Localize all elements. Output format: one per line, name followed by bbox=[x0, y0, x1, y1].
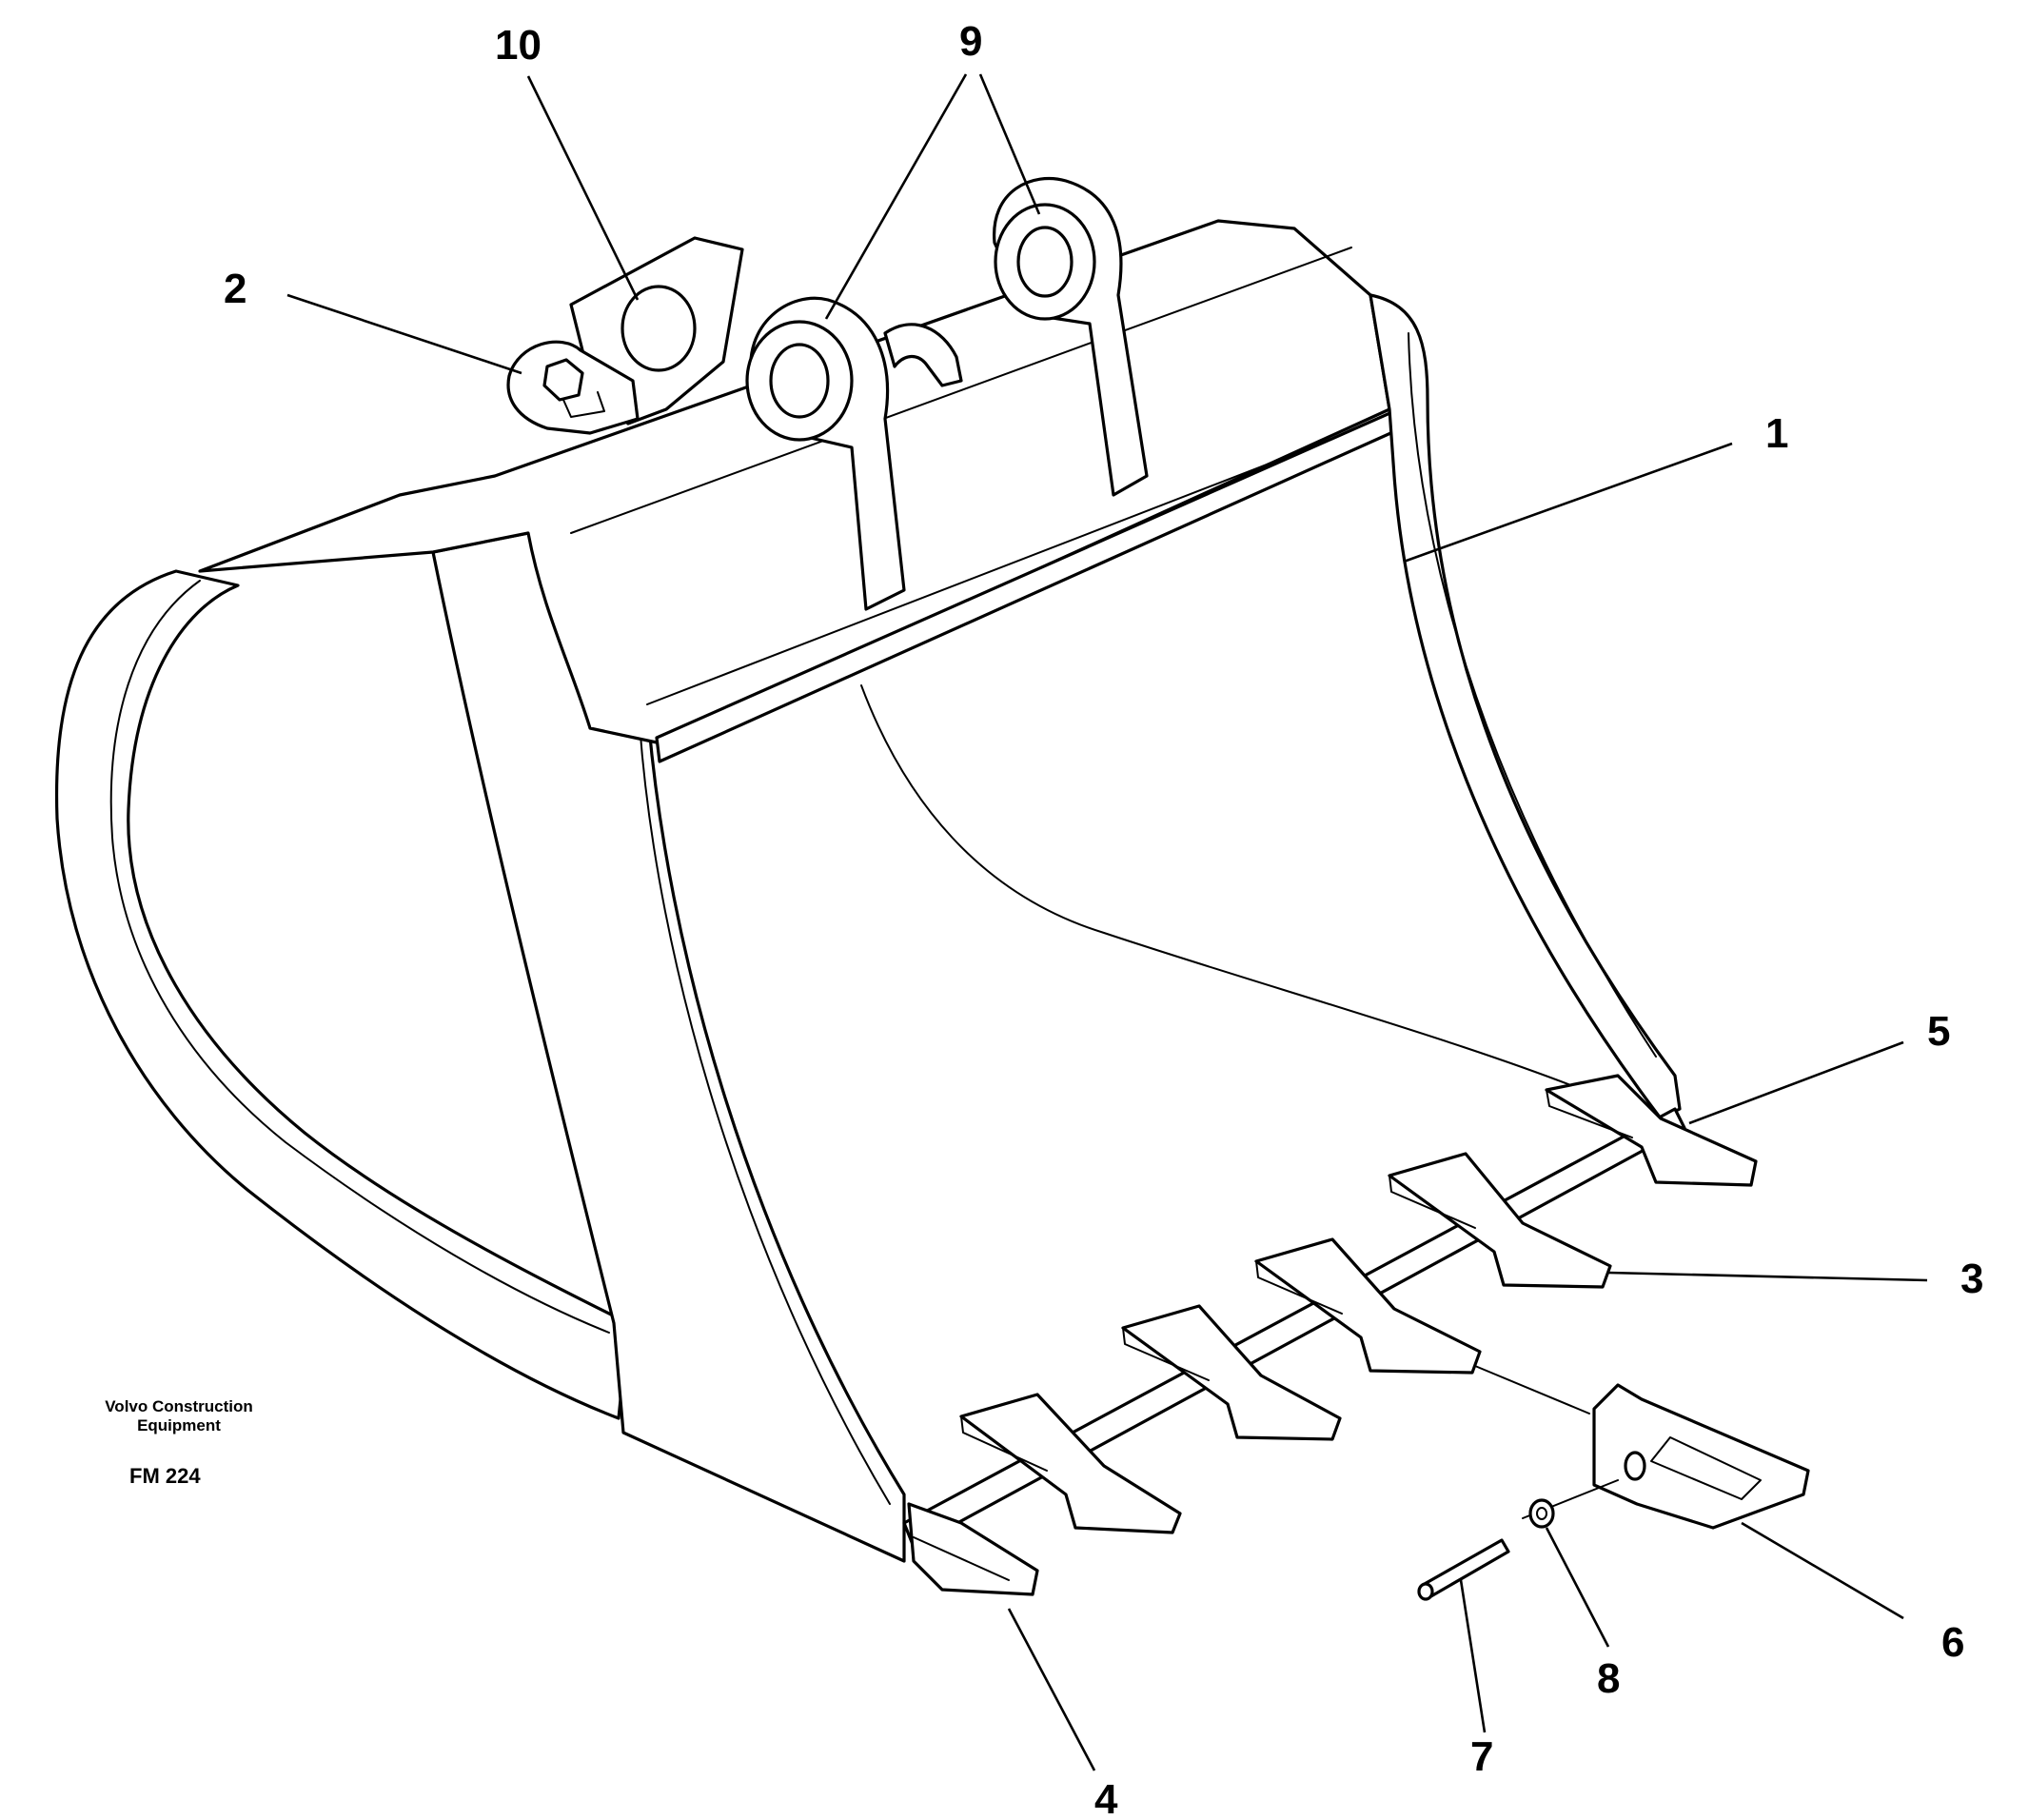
publisher-credit-line1: Volvo Construction bbox=[105, 1397, 253, 1415]
figure-code: FM 224 bbox=[129, 1464, 201, 1488]
leader-8 bbox=[1545, 1527, 1610, 1648]
leader-7 bbox=[1459, 1579, 1487, 1733]
callout-7: 7 bbox=[1470, 1733, 1493, 1780]
leader-10 bbox=[526, 75, 640, 301]
callout-8: 8 bbox=[1597, 1655, 1620, 1702]
callout-9: 9 bbox=[959, 18, 982, 65]
leader-9b bbox=[978, 73, 1041, 215]
top-beam-ridge bbox=[570, 247, 1352, 534]
callout-1: 1 bbox=[1765, 410, 1788, 457]
tooth-point-pin-hole bbox=[1624, 1451, 1646, 1481]
tooth-assembly bbox=[1121, 1304, 1342, 1441]
lifting-ear-right-hole bbox=[1016, 226, 1074, 298]
leader-4 bbox=[1007, 1608, 1096, 1771]
locking-device-bolt bbox=[562, 391, 605, 418]
right-side-plate bbox=[1369, 293, 1682, 1120]
bracket-hook bbox=[883, 323, 963, 387]
left-side-plate bbox=[54, 569, 630, 1420]
callout-2: 2 bbox=[224, 266, 246, 312]
retainer-washer bbox=[1528, 1498, 1555, 1529]
locking-device-nut bbox=[542, 358, 584, 402]
leader-1 bbox=[1403, 442, 1733, 564]
top-beam-lower-edge bbox=[646, 418, 1386, 705]
callout-numbers: 1 2 3 4 5 6 7 8 9 10 bbox=[224, 18, 1983, 1820]
side-tooth-left bbox=[907, 1502, 1039, 1596]
tooth-point-top-groove bbox=[1650, 1436, 1762, 1500]
bracket-left-hole bbox=[621, 285, 697, 372]
right-side-inner-line bbox=[1408, 332, 1657, 1058]
mounting-brackets bbox=[506, 176, 1149, 611]
callout-10: 10 bbox=[495, 22, 542, 69]
locking-pin-end bbox=[1417, 1582, 1434, 1601]
leader-6 bbox=[1741, 1521, 1904, 1620]
tooth-point bbox=[1592, 1383, 1810, 1530]
lifting-ear-center-hole bbox=[769, 343, 830, 419]
callout-3: 3 bbox=[1960, 1256, 1983, 1302]
publisher-credit-line2: Equipment bbox=[137, 1416, 221, 1434]
leader-2 bbox=[286, 293, 522, 375]
leader-lines bbox=[286, 73, 1928, 1771]
side-tooth-right bbox=[1545, 1074, 1758, 1187]
tooth-assembly bbox=[1254, 1237, 1482, 1375]
tooth-assembly bbox=[1388, 1152, 1612, 1289]
left-side-inner-edge bbox=[109, 580, 610, 1334]
exploded-axis-line bbox=[1474, 1365, 1590, 1414]
callout-4: 4 bbox=[1094, 1776, 1118, 1820]
callout-6: 6 bbox=[1941, 1619, 1964, 1666]
leader-3 bbox=[1607, 1271, 1928, 1282]
leader-9a bbox=[824, 73, 968, 320]
bucket-inner-floor-curve bbox=[860, 684, 1619, 1105]
tooth-assembly bbox=[959, 1393, 1182, 1534]
teeth-row bbox=[907, 1074, 1758, 1596]
exploded-tooth-parts bbox=[1417, 1365, 1810, 1601]
locking-pin bbox=[1421, 1538, 1510, 1599]
callout-5: 5 bbox=[1927, 1008, 1950, 1055]
cutting-edge bbox=[902, 1107, 1686, 1549]
retainer-washer-hole bbox=[1536, 1507, 1547, 1520]
leader-5 bbox=[1688, 1040, 1904, 1125]
publisher-credit: Volvo Construction Equipment bbox=[84, 1397, 274, 1435]
